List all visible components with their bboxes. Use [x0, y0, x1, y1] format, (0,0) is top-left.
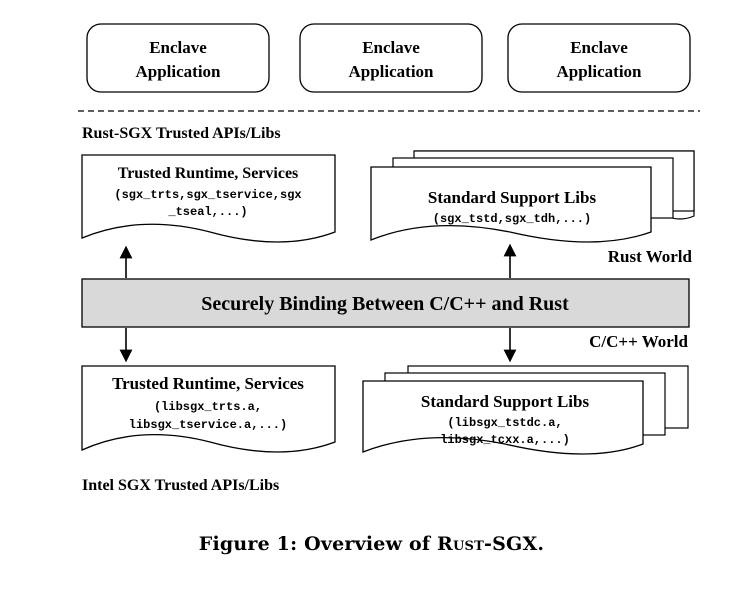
rust-std-libs-title: Standard Support Libs [428, 188, 597, 207]
intel-trusted-runtime-title: Trusted Runtime, Services [112, 374, 304, 393]
enclave-app-1-line2: Application [135, 62, 221, 81]
intel-sgx-trusted-apis-label: Intel SGX Trusted APIs/Libs [82, 477, 279, 494]
secure-binding-bar: Securely Binding Between C/C++ and Rust [81, 278, 690, 328]
rust-trusted-runtime-title: Trusted Runtime, Services [118, 165, 299, 182]
enclave-app-2-line1: Enclave [362, 38, 420, 57]
secure-binding-label: Securely Binding Between C/C++ and Rust [201, 293, 569, 315]
enclave-application-box-3: Enclave Application [507, 23, 691, 93]
caption-prefix: Figure 1: Overview of [198, 533, 438, 555]
cpp-world-label: C/C++ World [589, 332, 688, 351]
intel-trusted-runtime-box: Trusted Runtime, Services (libsgx_trts.a… [81, 365, 336, 453]
intel-std-libs-code-line2: libsgx_tcxx.a,...) [440, 433, 570, 447]
caption-suffix: -SGX. [484, 533, 545, 555]
intel-trusted-runtime-code-line1: (libsgx_trts.a, [154, 400, 262, 414]
intel-standard-support-libs-stack: Standard Support Libs (libsgx_tstdc.a, l… [362, 365, 689, 455]
rust-world-label: Rust World [608, 247, 693, 266]
caption-name: Rust [437, 533, 485, 555]
intel-trusted-runtime-code-line2: libsgx_tservice.a,...) [129, 418, 287, 432]
enclave-app-2-line2: Application [348, 62, 434, 81]
rust-std-libs-code: (sgx_tstd,sgx_tdh,...) [433, 212, 591, 226]
rust-sgx-trusted-apis-label: Rust-SGX Trusted APIs/Libs [82, 125, 281, 142]
intel-std-libs-code-line1: (libsgx_tstdc.a, [447, 416, 562, 430]
enclave-app-1-line1: Enclave [149, 38, 207, 57]
enclave-app-3-line1: Enclave [570, 38, 628, 57]
enclave-application-box-1: Enclave Application [86, 23, 270, 93]
enclave-application-box-2: Enclave Application [299, 23, 483, 93]
rust-trusted-runtime-code-line2: _tseal,...) [167, 205, 247, 219]
enclave-app-3-line2: Application [556, 62, 642, 81]
rust-trusted-runtime-code-line1: (sgx_trts,sgx_tservice,sgx [114, 188, 301, 202]
rust-standard-support-libs-stack: Standard Support Libs (sgx_tstd,sgx_tdh,… [370, 150, 695, 243]
intel-std-libs-title: Standard Support Libs [421, 392, 590, 411]
rust-trusted-runtime-box: Trusted Runtime, Services (sgx_trts,sgx_… [81, 154, 336, 243]
figure-caption: Figure 1: Overview of Rust-SGX. [0, 533, 743, 555]
